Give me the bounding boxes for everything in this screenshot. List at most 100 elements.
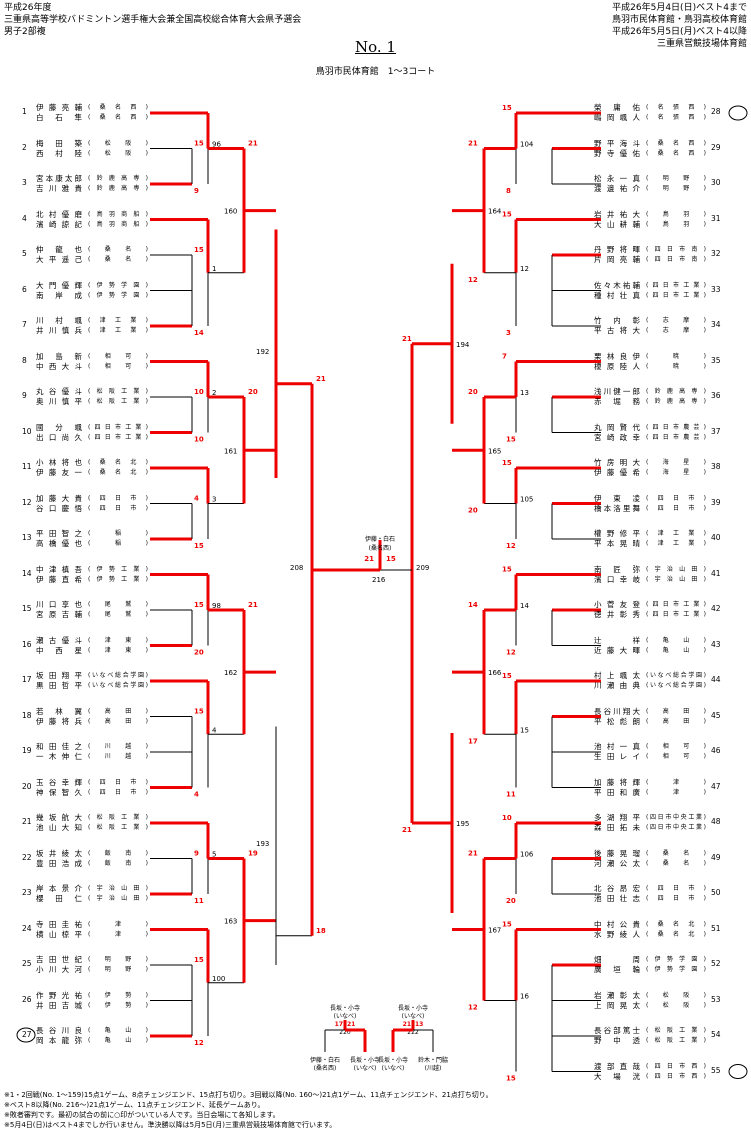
school-name: (桑名西) — [646, 149, 706, 157]
entry-number: 35 — [711, 355, 721, 365]
player-name: 大門優輝 — [36, 280, 82, 290]
player-row: 小菅友登(四日市工業) — [594, 600, 706, 610]
school-name: (川越) — [88, 743, 148, 750]
player-row: 渡部直哉(四日市西) — [594, 1062, 706, 1072]
player-row: 大門優輝(伊勢学園) — [36, 281, 148, 291]
player-row: 大山耕輔(鳥羽) — [594, 220, 706, 230]
match-number: 166 — [488, 669, 502, 677]
player-row: 徳井彰秀(四日市工業) — [594, 610, 706, 620]
player-row: 後藤晃瑠(桑名) — [594, 849, 706, 859]
entry-number: 4 — [22, 213, 27, 223]
player-row: 吉田世紀 (明野) — [36, 955, 148, 965]
player-name: 丸岡賢代 — [594, 422, 640, 432]
entry-number: 17 — [22, 675, 32, 684]
score: 21 — [364, 555, 374, 563]
entry-number: 12 — [22, 497, 32, 507]
header-date-1: 平成26年5月4日(日)ベスト4まで — [612, 3, 747, 13]
player-name: 谷口慶悟 — [36, 503, 82, 513]
school-name: (四日市西) — [646, 1062, 706, 1070]
player-name: 池村一真 — [594, 742, 640, 751]
school-name: (高田) — [646, 707, 706, 715]
score: 15 — [502, 566, 512, 574]
school-name: (相可) — [646, 743, 706, 750]
score: 20 — [194, 649, 204, 657]
school-name: (亀山) — [646, 636, 706, 644]
player-row: 岡本龍弥(亀山) — [36, 1036, 148, 1046]
player-row: 權野修平(津工業) — [594, 529, 706, 539]
referee-circle — [728, 105, 748, 121]
player-row: 北村優磨(鳥羽商船) — [36, 210, 148, 220]
entry-number: 32 — [711, 249, 721, 258]
player-row: 池村一真 (相可) — [594, 742, 706, 752]
player-row: 小林将也(桑名北) — [36, 458, 148, 468]
school-name: (桑名北) — [646, 920, 706, 928]
player-row: 生田レイ(相可) — [594, 752, 706, 762]
school-name: (海星) — [646, 459, 706, 466]
player-name: 上岡晃太 — [594, 1000, 640, 1010]
school-name: (高田) — [88, 707, 148, 715]
player-name: 伊東凌 — [594, 493, 640, 503]
school-name: (飯南) — [88, 859, 148, 867]
score: 21 — [347, 1021, 355, 1028]
player-name: 吉田世紀 — [36, 955, 82, 964]
school-name: (桑名西) — [88, 104, 148, 111]
player-name: 野寺優佑 — [594, 148, 640, 158]
school-name: (桑名北) — [646, 930, 706, 938]
player-name: 池田壮志 — [594, 894, 640, 903]
school-name: (海星) — [646, 469, 706, 476]
school-name: (鈴鹿高専) — [88, 185, 148, 192]
entry-number: 31 — [711, 213, 721, 223]
school-name: (鳥羽商船) — [88, 210, 148, 218]
entry-number: 49 — [711, 852, 721, 862]
school-name: (いなべ総合学園) — [646, 682, 706, 689]
entry-number: 18 — [22, 710, 32, 720]
entry-number: 8 — [22, 355, 27, 365]
player-name: 生田レイ — [594, 752, 640, 761]
school-name: (松阪工業) — [88, 824, 148, 831]
entry-number: 38 — [711, 462, 721, 471]
player-name: 大平遥己 — [36, 255, 82, 264]
player-name: 吉川雅貴 — [36, 184, 82, 193]
player-row: 濱崎諒記 (鳥羽商船) — [36, 220, 148, 230]
entry-number: 21 — [22, 817, 32, 826]
school-name: (鳥羽) — [646, 220, 706, 228]
entry-number: 6 — [22, 284, 27, 294]
player-name: 中西星 — [36, 645, 82, 655]
entry-number: 11 — [22, 462, 32, 471]
school-name: (明野) — [88, 956, 148, 963]
player-name: 加藤大貴 — [36, 493, 82, 503]
player-name: 平松彪朗 — [594, 716, 640, 726]
header-left: 平成26年度 三重県高等学校バドミントン選手権大会兼全国高校総合体育大会県予選会… — [4, 2, 301, 38]
player-name: 丹野将暉 — [594, 245, 640, 254]
player-row: 畑周(伊勢学園) — [594, 955, 706, 965]
school-name: (明野) — [646, 185, 706, 192]
player-row: 神保智久(四日市) — [36, 788, 148, 798]
school-name: (松阪) — [88, 149, 148, 157]
player-name: 北谷昂宏 — [594, 884, 640, 893]
school-name: (津工業) — [88, 317, 148, 324]
score: 15 — [502, 672, 512, 680]
match-number: 164 — [488, 208, 502, 216]
player-row: 國分颯(四日市工業) — [36, 423, 148, 433]
player-row: 近藤大暉(亀山) — [594, 646, 706, 656]
player-row: 辻祥(亀山) — [594, 636, 706, 646]
player-name: 濱崎諒記 — [36, 219, 82, 229]
player-name: 河瀬公太 — [594, 858, 640, 868]
player-name: 坂田翔平 — [36, 671, 82, 680]
player-name: 佐々木祐輔 — [594, 280, 640, 290]
score: 10 — [194, 388, 204, 396]
player-name: 長谷川良 — [36, 1026, 82, 1035]
school-name: (鳥羽商船) — [88, 220, 148, 228]
score: 9 — [194, 187, 199, 195]
